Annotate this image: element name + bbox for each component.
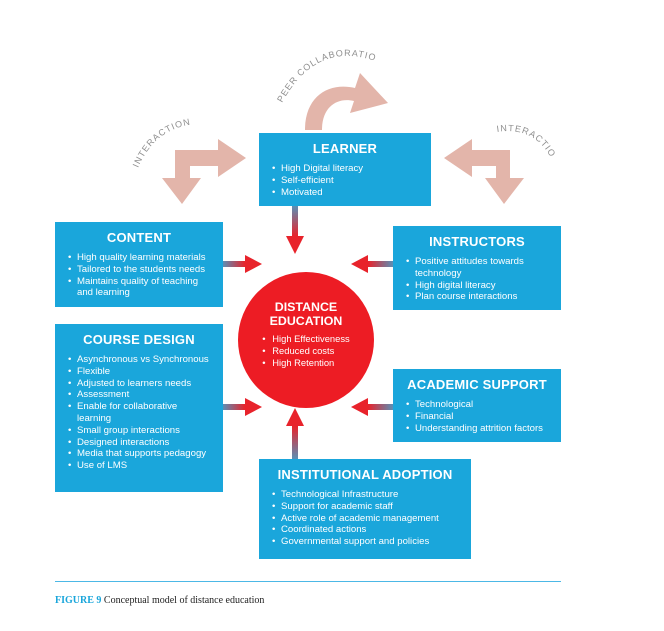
center-title-line2: EDUCATION bbox=[269, 314, 343, 328]
interaction-arrow-right bbox=[444, 139, 524, 204]
list-item: Positive attitudes towards technology bbox=[406, 256, 551, 280]
list-item: Tailored to the students needs bbox=[68, 264, 213, 276]
list-item: High digital literacy bbox=[406, 280, 551, 292]
arrow-course-design-to-center bbox=[223, 398, 262, 416]
list-item: Plan course interactions bbox=[406, 291, 551, 303]
list-item: Motivated bbox=[272, 187, 421, 199]
interaction-arrow-left bbox=[162, 139, 246, 204]
list-item: Designed interactions bbox=[68, 437, 213, 449]
list-item: High quality learning materials bbox=[68, 252, 213, 264]
list-item: Understanding attrition factors bbox=[406, 423, 551, 435]
content-list: High quality learning materials Tailored… bbox=[65, 252, 213, 299]
list-item: Flexible bbox=[68, 366, 213, 378]
list-item: High Retention bbox=[262, 357, 349, 369]
list-item: Financial bbox=[406, 411, 551, 423]
institutional-adoption-title: INSTITUTIONAL ADOPTION bbox=[277, 467, 453, 482]
institutional-adoption-list: Technological Infrastructure Support for… bbox=[269, 489, 461, 548]
course-design-box: COURSE DESIGN Asynchronous vs Synchronou… bbox=[55, 324, 223, 492]
learner-box: LEARNER High Digital literacy Self-effic… bbox=[259, 133, 431, 206]
list-item: Technological bbox=[406, 399, 551, 411]
instructors-list: Positive attitudes towards technology Hi… bbox=[403, 256, 551, 303]
arrow-institutional-to-center bbox=[286, 408, 304, 459]
list-item: Media that supports pedagogy bbox=[68, 448, 213, 460]
center-list: High Effectiveness Reduced costs High Re… bbox=[262, 333, 349, 368]
arrow-academic-support-to-center bbox=[351, 398, 393, 416]
list-item: Reduced costs bbox=[262, 345, 349, 357]
list-item: Assessment bbox=[68, 389, 213, 401]
academic-support-title: ACADEMIC SUPPORT bbox=[407, 377, 547, 392]
figure-caption: FIGURE 9 Conceptual model of distance ed… bbox=[55, 595, 264, 606]
course-design-title: COURSE DESIGN bbox=[83, 332, 195, 347]
peer-collaboration-arrow bbox=[305, 73, 388, 130]
list-item: Governmental support and policies bbox=[272, 536, 461, 548]
institutional-adoption-box: INSTITUTIONAL ADOPTION Technological Inf… bbox=[259, 459, 471, 559]
arrow-learner-to-center bbox=[286, 206, 304, 254]
caption-divider bbox=[55, 581, 561, 582]
list-item: Support for academic staff bbox=[272, 501, 461, 513]
list-item: Asynchronous vs Synchronous bbox=[68, 354, 213, 366]
list-item: High Effectiveness bbox=[262, 333, 349, 345]
instructors-title: INSTRUCTORS bbox=[429, 234, 525, 249]
arrow-instructors-to-center bbox=[351, 255, 393, 273]
list-item: Adjusted to learners needs bbox=[68, 378, 213, 390]
instructors-box: INSTRUCTORS Positive attitudes towards t… bbox=[393, 226, 561, 310]
course-design-list: Asynchronous vs Synchronous Flexible Adj… bbox=[65, 354, 213, 472]
list-item: High Digital literacy bbox=[272, 163, 421, 175]
arrow-content-to-center bbox=[223, 255, 262, 273]
academic-support-box: ACADEMIC SUPPORT Technological Financial… bbox=[393, 369, 561, 442]
peer-collaboration-label: PEER COLLABORATION bbox=[0, 0, 378, 104]
academic-support-list: Technological Financial Understanding at… bbox=[403, 399, 551, 434]
list-item: Technological Infrastructure bbox=[272, 489, 461, 501]
list-item: Enable for collaborative learning bbox=[68, 401, 213, 425]
list-item: Use of LMS bbox=[68, 460, 213, 472]
list-item: Coordinated actions bbox=[272, 524, 461, 536]
list-item: Small group interactions bbox=[68, 425, 213, 437]
learner-list: High Digital literacy Self-efficient Mot… bbox=[269, 163, 421, 198]
content-box: CONTENT High quality learning materials … bbox=[55, 222, 223, 307]
content-title: CONTENT bbox=[106, 230, 172, 245]
center-title: DISTANCE EDUCATION bbox=[238, 300, 374, 328]
list-item: Self-efficient bbox=[272, 175, 421, 187]
list-item: Maintains quality of teaching and learni… bbox=[68, 276, 213, 300]
list-item: Active role of academic management bbox=[272, 513, 461, 525]
center-title-line1: DISTANCE bbox=[274, 300, 338, 314]
figure-caption-text: Conceptual model of distance education bbox=[103, 595, 265, 606]
figure-number: FIGURE 9 bbox=[55, 595, 102, 606]
learner-title: LEARNER bbox=[312, 141, 378, 156]
distance-education-circle: DISTANCE EDUCATION High Effectiveness Re… bbox=[238, 272, 374, 408]
